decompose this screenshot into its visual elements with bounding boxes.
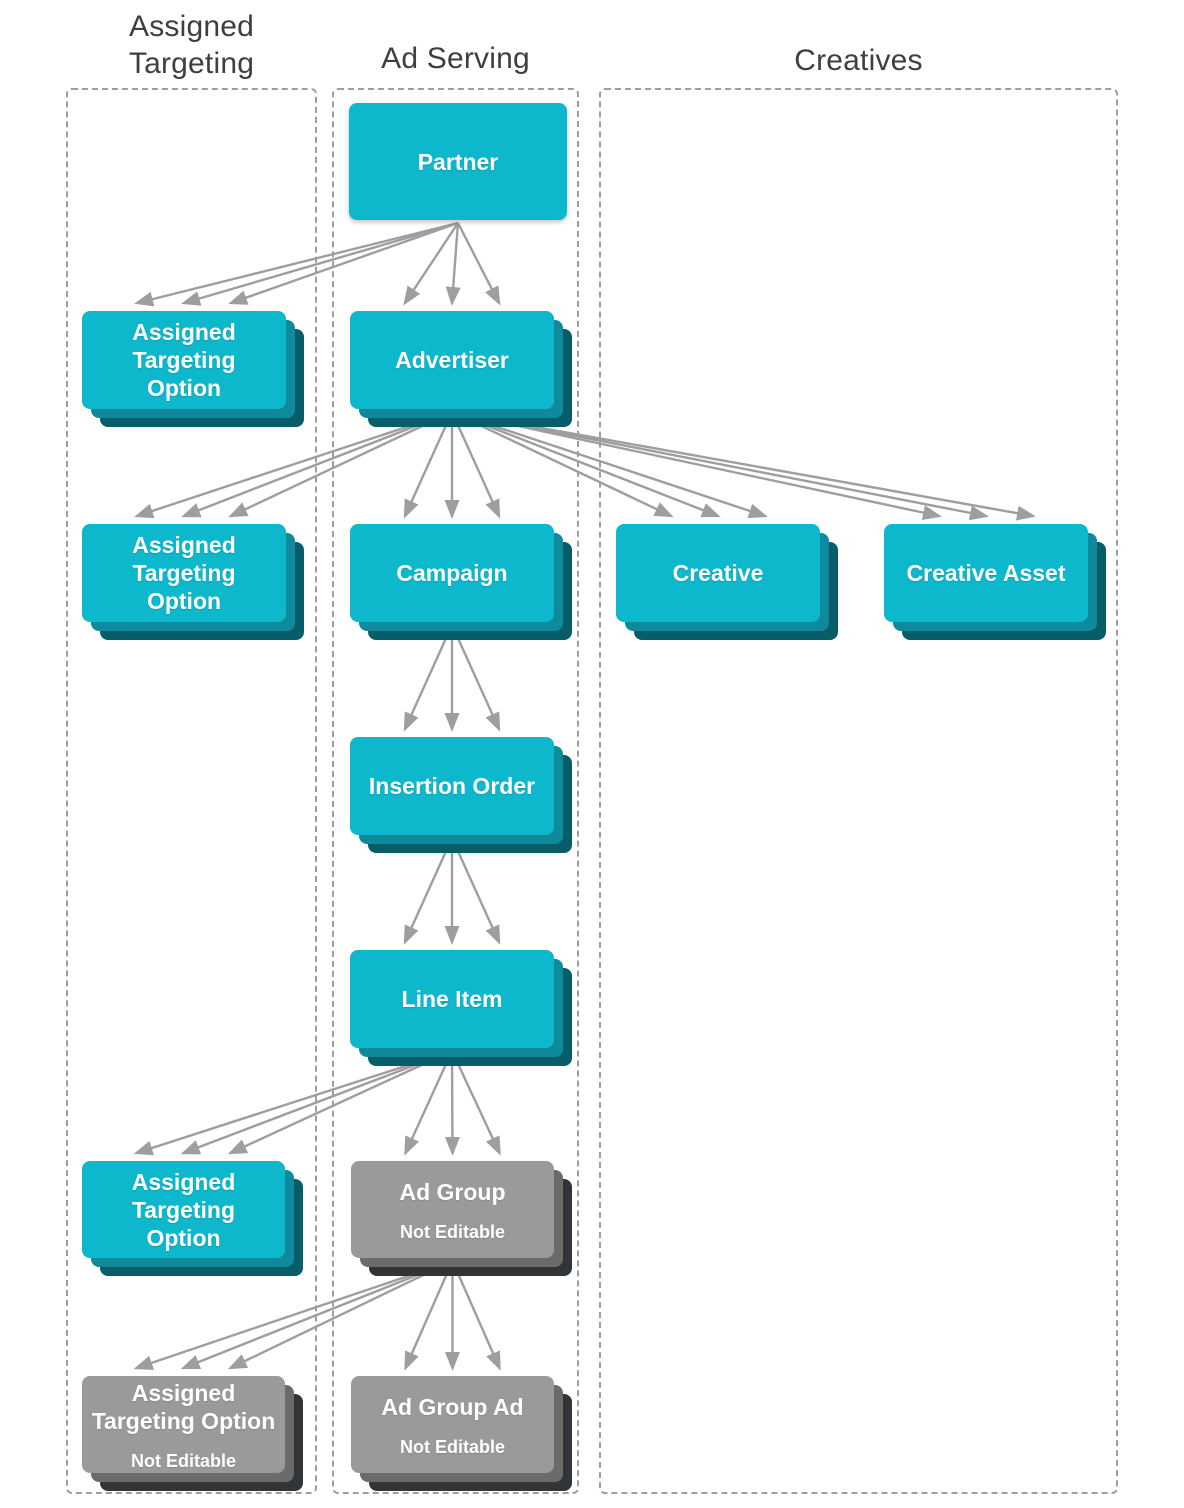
- edge-line-ad-group-to-ad-group-ad: [451, 1260, 501, 1371]
- node-label: Line Item: [401, 986, 503, 1012]
- node-ato2: Assigned Targeting Option: [82, 524, 304, 640]
- node-face: Ad Group Ad Not Editable: [351, 1376, 554, 1473]
- node-ato1: Assigned Targeting Option: [82, 311, 304, 427]
- column-frame-creatives: [599, 88, 1118, 1494]
- column-header-ad-serving: Ad Serving: [381, 42, 530, 75]
- node-face: Campaign: [350, 524, 554, 622]
- edge-line-advertiser-to-creative: [451, 410, 768, 519]
- node-face: Creative Asset: [884, 524, 1088, 622]
- edge-line-advertiser-to-creative-asset: [451, 410, 989, 521]
- column-frame-ad-serving: [332, 88, 579, 1494]
- edge-line-line-item-to-ad-group: [450, 1050, 501, 1156]
- node-ato3: Assigned Targeting Option: [82, 1161, 303, 1276]
- edge-line-partner-to-advertiser: [456, 222, 501, 306]
- edge-line-partner-to-ato1: [228, 221, 459, 305]
- edge-line-line-item-to-ad-group: [404, 1050, 454, 1156]
- edge-line-partner-to-advertiser: [403, 222, 460, 306]
- node-insertion-order: Insertion Order: [350, 737, 572, 853]
- edge-line-advertiser-to-creative-asset: [451, 410, 942, 520]
- node-campaign: Campaign: [350, 524, 572, 640]
- node-face: Advertiser: [350, 311, 554, 409]
- column-header-creatives: Creatives: [794, 44, 923, 77]
- node-label: Ad Group: [399, 1178, 506, 1205]
- node-creative-asset: Creative Asset: [884, 524, 1106, 640]
- column-frame-assigned-targeting: [66, 88, 317, 1494]
- node-label: Assigned Targeting Option: [132, 532, 236, 614]
- node-label: Creative: [672, 560, 764, 586]
- node-label: Partner: [417, 148, 499, 175]
- edge-line-advertiser-to-ato2: [228, 410, 453, 518]
- node-label: Ad Group Ad: [381, 1393, 524, 1420]
- node-face: Assigned Targeting Option: [82, 1161, 285, 1258]
- edge-line-ad-group-to-ato-gray: [133, 1259, 453, 1370]
- node-sublabel: Not Editable: [399, 1436, 505, 1457]
- node-label: Campaign: [396, 560, 508, 586]
- node-label: Creative Asset: [906, 560, 1066, 586]
- edge-line-insertion-order-to-line-item: [403, 837, 454, 945]
- edge-line-line-item-to-ato3: [133, 1049, 453, 1156]
- edge-line-line-item-to-ato3: [180, 1049, 453, 1155]
- node-ad-group-ad: Ad Group Ad Not Editable: [351, 1376, 572, 1491]
- node-label: Insertion Order: [368, 773, 536, 799]
- node-line-item: Line Item: [350, 950, 572, 1066]
- edge-line-line-item-to-ad-group: [444, 1050, 460, 1156]
- edge-line-advertiser-to-creative-asset: [451, 410, 1036, 521]
- node-face: Creative: [616, 524, 820, 622]
- edge-line-partner-to-ato1: [134, 221, 459, 307]
- edge-line-insertion-order-to-line-item: [450, 837, 501, 945]
- node-advertiser: Advertiser: [350, 311, 572, 427]
- node-label: Assigned Targeting Option: [132, 319, 236, 401]
- edge-line-line-item-to-ato3: [227, 1049, 453, 1155]
- node-face: Assigned Targeting Option: [82, 524, 286, 622]
- node-partner: Partner: [349, 103, 567, 220]
- node-face: Partner: [349, 103, 567, 220]
- edge-line-ad-group-to-ad-group-ad: [404, 1260, 454, 1371]
- node-label: Advertiser: [395, 347, 509, 373]
- node-face: Assigned Targeting Option: [82, 311, 286, 409]
- edge-line-advertiser-to-creative: [451, 410, 674, 518]
- edge-line-advertiser-to-campaign: [450, 411, 501, 519]
- edge-line-advertiser-to-creative: [451, 410, 721, 518]
- edge-line-advertiser-to-ato2: [134, 410, 453, 519]
- edge-line-partner-to-ato1: [181, 221, 459, 306]
- edge-line-advertiser-to-ato2: [181, 410, 453, 518]
- node-face: Insertion Order: [350, 737, 554, 835]
- node-sublabel: Not Editable: [130, 1450, 236, 1471]
- node-label: Assigned Targeting Option: [131, 1168, 236, 1251]
- column-header-assigned-targeting: Assigned Targeting: [128, 10, 255, 80]
- node-label: Assigned Targeting Option: [91, 1379, 276, 1434]
- edge-line-ad-group-to-ato-gray: [180, 1259, 453, 1370]
- node-creative: Creative: [616, 524, 838, 640]
- edge-line-partner-to-advertiser: [445, 222, 461, 306]
- node-face: Line Item: [350, 950, 554, 1048]
- node-sublabel: Not Editable: [399, 1221, 505, 1242]
- edge-line-ad-group-to-ato-gray: [227, 1259, 454, 1370]
- edge-line-advertiser-to-campaign: [403, 411, 454, 519]
- edge-line-campaign-to-insertion-order: [403, 624, 454, 732]
- edge-line-campaign-to-insertion-order: [450, 624, 501, 732]
